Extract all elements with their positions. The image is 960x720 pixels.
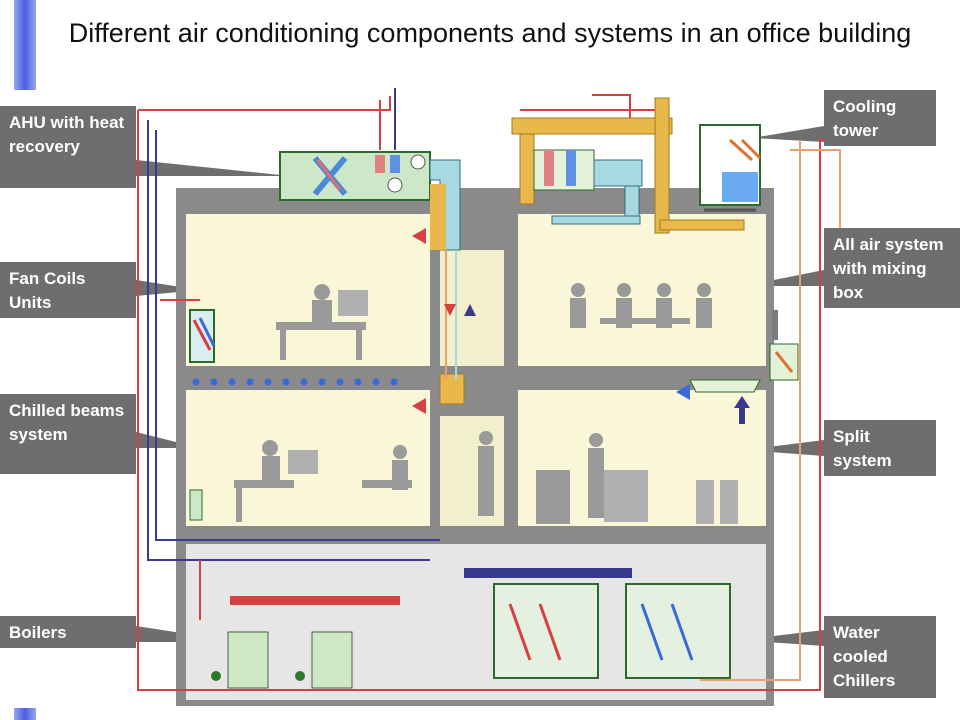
slide-accent-bar-bottom: [14, 708, 36, 720]
label-ahu-heat-recovery: AHU with heat recovery: [0, 106, 136, 188]
page-title: Different air conditioning components an…: [68, 18, 912, 48]
cooling-tower-unit: [699, 124, 762, 212]
ahu-unit: [279, 88, 461, 251]
label-cooling-tower: Cooling tower: [824, 90, 936, 146]
split-system-units: [689, 343, 799, 393]
label-water-cooled-chillers: Water cooled Chillers: [824, 616, 936, 698]
radiator: [189, 489, 203, 521]
chilled-beams: [192, 378, 398, 386]
office-silhouettes: [234, 283, 738, 524]
air-flow-arrows: [412, 228, 750, 424]
rooftop-unit: [511, 97, 745, 234]
chiller-units: [464, 568, 731, 679]
label-all-air-system: All air system with mixing box: [824, 228, 960, 308]
fan-coil-unit: [189, 309, 216, 363]
room-right-upper: [518, 214, 766, 366]
label-chilled-beams: Chilled beams system: [0, 394, 136, 474]
duct-riser: [439, 250, 465, 405]
core-lower: [440, 416, 504, 526]
boiler-units: [211, 596, 400, 689]
label-boilers: Boilers: [0, 616, 136, 648]
label-split-system: Split system: [824, 420, 936, 476]
room-left-upper: [186, 214, 430, 366]
slide-accent-bar-top: [14, 0, 36, 90]
label-fan-coils: Fan Coils Units: [0, 262, 136, 318]
